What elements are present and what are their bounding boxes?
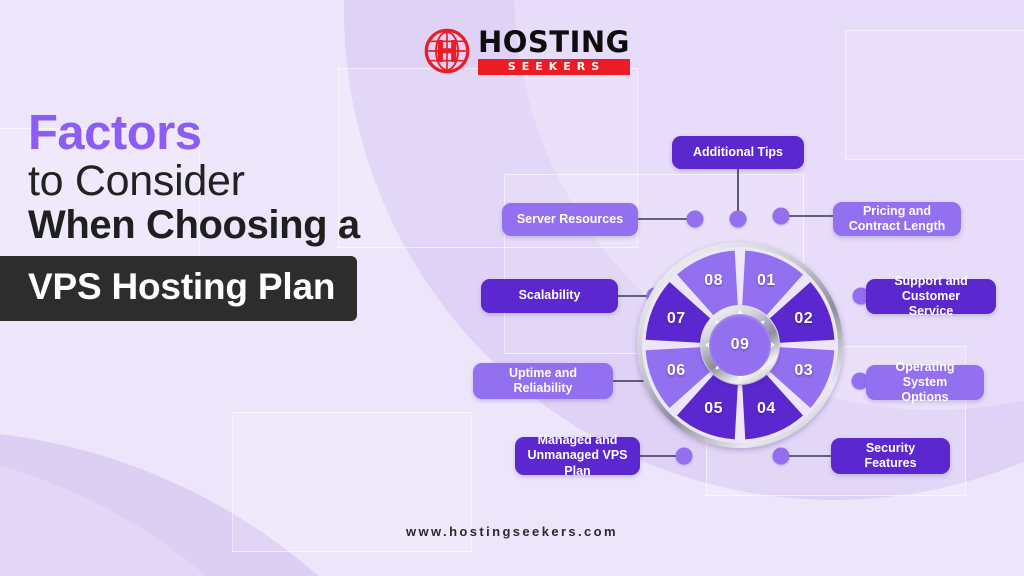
title-line-factors: Factors	[28, 106, 202, 160]
decor-grid-box	[0, 128, 200, 268]
globe-h-icon	[424, 28, 470, 74]
wheel-segment-number: 04	[756, 399, 776, 417]
wheel-segment-number: 08	[704, 272, 723, 290]
connector-dot	[772, 207, 790, 225]
logo-subwordmark: SEEKERS	[478, 59, 630, 75]
wheel-center: 09	[709, 314, 771, 376]
factor-label-managed-unmanaged-vps-plan[interactable]: Managed and Unmanaged VPS Plan	[515, 433, 640, 478]
factor-label-additional-tips[interactable]: Additional Tips	[672, 136, 804, 169]
wheel-segment[interactable]	[769, 347, 835, 408]
factor-label-server-resources[interactable]: Server Resources	[502, 203, 638, 236]
wheel-segment[interactable]	[677, 250, 738, 316]
brand-logo: HOSTING SEEKERS	[424, 28, 630, 75]
connector-dot	[851, 372, 869, 390]
connector-dot	[686, 210, 704, 228]
connector-dot	[772, 447, 790, 465]
wheel-segment[interactable]	[742, 374, 803, 440]
wheel-segment[interactable]	[645, 347, 711, 408]
wheel-segment-number: 07	[666, 309, 686, 327]
factor-label-security-features[interactable]: Security Features	[831, 438, 950, 474]
title-line-when: When Choosing a	[28, 203, 360, 248]
factor-label-pricing-contract-length[interactable]: Pricing and Contract Length	[833, 202, 961, 236]
decor-grid-box	[232, 412, 472, 552]
wheel-segment-number: 03	[794, 362, 814, 380]
wheel-segment[interactable]	[677, 374, 738, 440]
wheel-segment[interactable]	[645, 282, 711, 343]
wheel-segment-number: 06	[666, 362, 686, 380]
factor-label-scalability[interactable]: Scalability	[481, 279, 618, 313]
wheel-segment-number: 01	[756, 272, 776, 290]
wheel-segment[interactable]	[742, 250, 803, 316]
factor-label-uptime-reliability[interactable]: Uptime and Reliability	[473, 363, 613, 399]
wheel-center-number: 09	[730, 336, 750, 353]
factor-label-support-customer-service[interactable]: Support and Customer Service	[866, 274, 996, 318]
connector-dot	[729, 210, 747, 228]
wheel-segment[interactable]	[769, 282, 835, 343]
logo-wordmark: HOSTING	[478, 25, 630, 59]
footer-website-url: www.hostingseekers.com	[406, 524, 618, 539]
connector-dot	[675, 447, 693, 465]
connector-dot	[852, 287, 870, 305]
title-highlight-band: VPS Hosting Plan	[0, 255, 358, 321]
factor-label-operating-system-options[interactable]: Operating System Options	[866, 360, 984, 404]
decor-grid-box	[845, 30, 1024, 160]
title-line-consider: to Consider	[28, 157, 245, 206]
wheel-segments	[645, 250, 835, 440]
wheel-segment-number: 02	[794, 309, 814, 327]
wheel-segment-number: 05	[704, 399, 723, 417]
factors-wheel: 01 02 03 04 05 06 07 08 09	[637, 242, 843, 448]
page-title: Factors to Consider When Choosing a VPS …	[0, 106, 458, 321]
